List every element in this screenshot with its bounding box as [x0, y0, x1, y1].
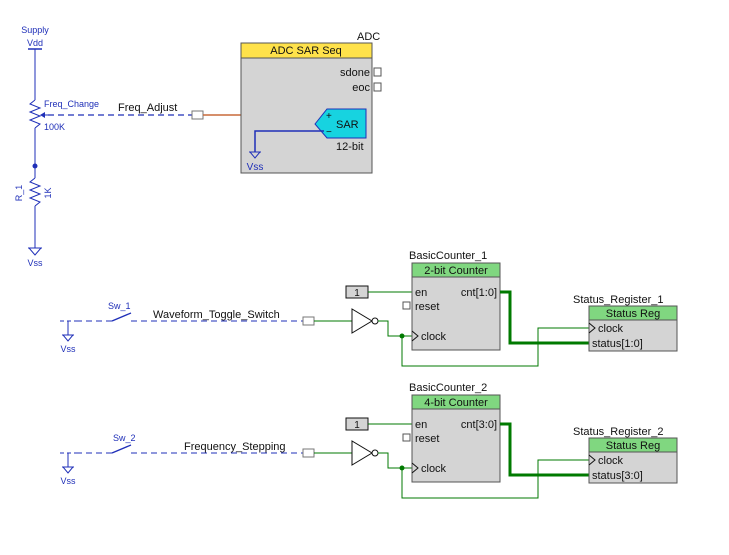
counter2-block[interactable]: BasicCounter_2 4-bit Counter en reset cl…	[402, 382, 501, 483]
sar-label: SAR	[336, 119, 359, 131]
pot-value: 100K	[44, 122, 65, 132]
status2-header-title: Status Reg	[606, 440, 660, 452]
eoc-terminal[interactable]	[373, 82, 382, 92]
inverter2-bubble	[371, 449, 379, 457]
supply-group: Supply Vdd Freq_Change 100K R_1 1K Vss	[14, 25, 99, 268]
adc-block[interactable]: ADC ADC SAR Seq sdone eoc + − SAR 12-bit…	[240, 31, 382, 174]
counter1-header-title: 2-bit Counter	[424, 265, 488, 277]
vss-label: Vss	[27, 258, 43, 268]
adc-header-title: ADC SAR Seq	[270, 45, 342, 57]
row2-data-bus	[500, 422, 590, 477]
resistor-r1[interactable]	[28, 177, 42, 207]
adc-vss-wire	[254, 130, 324, 152]
adc-pin-sdone: sdone	[340, 67, 370, 79]
const2-value: 1	[354, 420, 360, 431]
adc-header	[240, 42, 373, 59]
inverter1-out-wire	[378, 320, 413, 337]
resistor-name: R_1	[14, 185, 24, 202]
counter2-header	[411, 394, 501, 410]
status1-block[interactable]: Status_Register_1 Status Reg clock statu…	[573, 294, 678, 352]
sw2-net-label: Frequency_Stepping	[184, 441, 286, 453]
sw1-name: Sw_1	[108, 301, 131, 311]
row2-wiring	[399, 422, 590, 499]
potentiometer[interactable]	[28, 99, 42, 129]
switch1-group: Vss Sw_1 Waveform_Toggle_Switch	[60, 301, 352, 354]
net-connector-sw2[interactable]	[302, 448, 315, 458]
adc-resolution: 12-bit	[336, 141, 364, 153]
supply-label: Supply	[21, 25, 49, 35]
switch2-group: Vss Sw_2 Frequency_Stepping	[60, 433, 352, 486]
sw2-contact[interactable]	[111, 444, 132, 454]
status2-pin-status: status[3:0]	[592, 470, 643, 482]
status2-instance-name: Status_Register_2	[573, 426, 664, 438]
junction-dot	[32, 163, 38, 169]
counter1-header	[411, 262, 501, 278]
counter1-instance-name: BasicCounter_1	[409, 250, 487, 262]
sw1-ground-symbol	[61, 334, 75, 342]
sw1-contact[interactable]	[111, 312, 132, 322]
status1-clock-symbol	[588, 322, 596, 334]
counter2-reset-terminal[interactable]	[402, 433, 411, 442]
adc-ground-symbol	[248, 151, 262, 159]
inverter2-out-wire	[378, 452, 413, 469]
status1-instance-name: Status_Register_1	[573, 294, 664, 306]
counter2-instance-name: BasicCounter_2	[409, 382, 487, 394]
status1-header-title: Status Reg	[606, 308, 660, 320]
counter1-pin-clock: clock	[421, 331, 447, 343]
counter1-pin-cnt: cnt[1:0]	[461, 287, 497, 299]
counter2-header-title: 4-bit Counter	[424, 397, 488, 409]
net-connector-freq-adjust[interactable]	[191, 110, 204, 120]
counter2-pin-clock: clock	[421, 463, 447, 475]
status2-header	[588, 437, 678, 453]
vdd-label: Vdd	[27, 38, 43, 48]
sw1-net-label: Waveform_Toggle_Switch	[153, 309, 280, 321]
row2-clock-bus	[401, 459, 590, 499]
counter1-reset-terminal[interactable]	[402, 301, 411, 310]
resistor-value: 1K	[43, 187, 53, 198]
sw2-ground-symbol	[61, 466, 75, 474]
inverter2-body	[351, 440, 373, 466]
sw2-vss-label: Vss	[60, 476, 76, 486]
net-connector-sw1[interactable]	[302, 316, 315, 326]
adc-instance-name: ADC	[357, 31, 380, 43]
row1-clock-bus	[401, 327, 590, 367]
pot-name: Freq_Change	[44, 99, 99, 109]
const1-value: 1	[354, 288, 360, 299]
sar-plus: +	[326, 111, 332, 122]
inverter1-bubble	[371, 317, 379, 325]
counter1-clock-symbol	[411, 330, 419, 342]
const1[interactable]: 1	[345, 285, 413, 299]
counter1-block[interactable]: BasicCounter_1 2-bit Counter en reset cl…	[402, 250, 501, 351]
const2[interactable]: 1	[345, 417, 413, 431]
counter2-pin-reset: reset	[415, 433, 439, 445]
counter2-pin-en: en	[415, 419, 427, 431]
adc-vss-label: Vss	[247, 162, 264, 173]
sar-shape	[314, 108, 367, 139]
row1-wiring	[399, 290, 590, 367]
status1-pin-clock: clock	[598, 323, 624, 335]
inverter1[interactable]	[351, 308, 413, 337]
row1-data-bus	[500, 290, 590, 345]
sdone-terminal[interactable]	[373, 67, 382, 77]
counter1-pin-reset: reset	[415, 301, 439, 313]
status2-pin-clock: clock	[598, 455, 624, 467]
status1-header	[588, 305, 678, 321]
counter2-pin-cnt: cnt[3:0]	[461, 419, 497, 431]
sar-minus: −	[326, 127, 332, 138]
freq-adjust-label: Freq_Adjust	[118, 102, 177, 114]
sw2-name: Sw_2	[113, 433, 136, 443]
status2-block[interactable]: Status_Register_2 Status Reg clock statu…	[573, 426, 678, 484]
counter1-pin-en: en	[415, 287, 427, 299]
status2-clock-symbol	[588, 454, 596, 466]
adc-body	[240, 42, 373, 174]
pot-wiper-arrow	[40, 112, 45, 118]
counter2-clock-symbol	[411, 462, 419, 474]
status1-pin-status: status[1:0]	[592, 338, 643, 350]
adc-pin-eoc: eoc	[352, 82, 370, 94]
inverter1-body	[351, 308, 373, 334]
ground-symbol	[27, 247, 43, 256]
sw1-vss-label: Vss	[60, 344, 76, 354]
inverter2[interactable]	[351, 440, 413, 469]
